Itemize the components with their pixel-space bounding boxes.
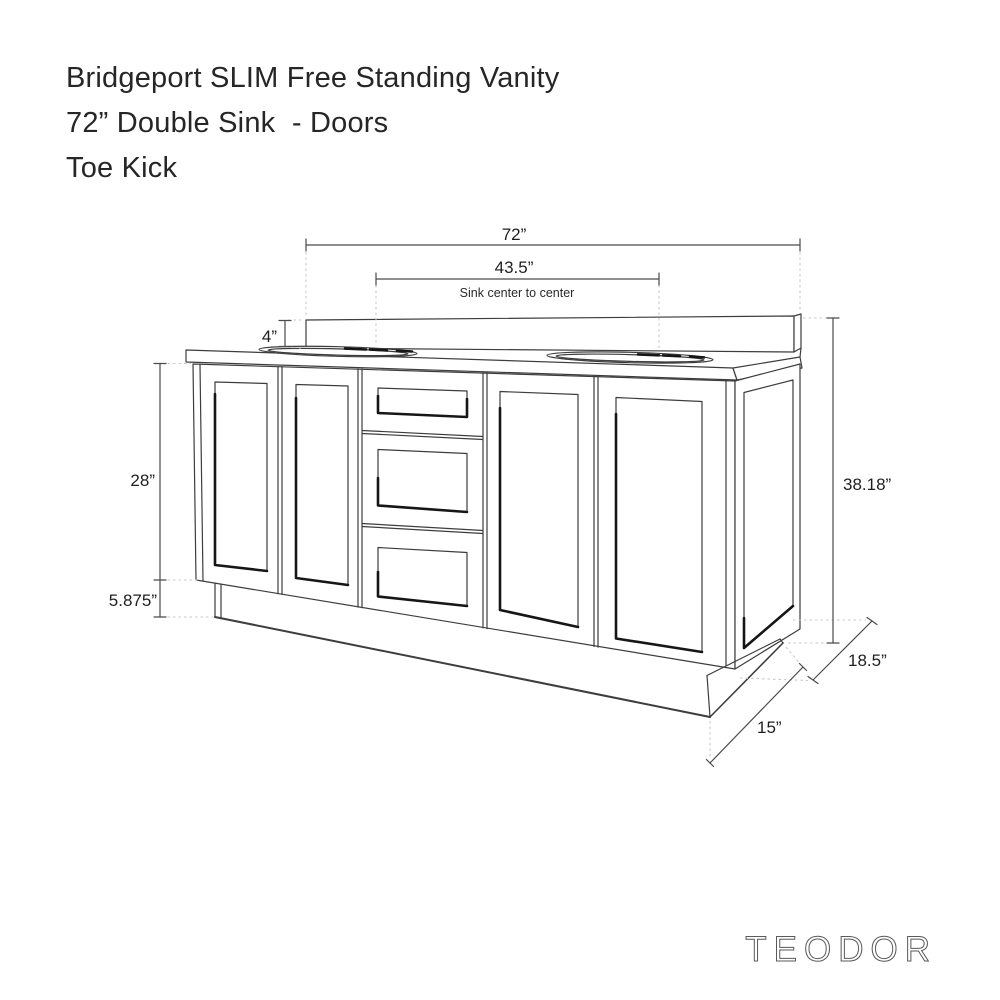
side-panel	[734, 363, 801, 670]
drawer-middle	[376, 448, 469, 514]
door-4	[614, 396, 704, 654]
dimension-toe-kick-depth: 15”	[705, 662, 808, 768]
product-title-line1: Bridgeport SLIM Free Standing Vanity	[66, 62, 560, 94]
dimension-overall-width: 72”	[305, 225, 801, 252]
dim-cabinet-depth-label: 18.5”	[848, 651, 887, 670]
dim-toe-kick-height-label: 5.875”	[109, 591, 158, 610]
dimension-cabinet-depth: 18.5”	[807, 616, 887, 685]
product-title: Bridgeport SLIM Free Standing Vanity 72”…	[66, 56, 559, 191]
dimension-sink-center-to-center: 43.5” Sink center to center	[375, 258, 660, 300]
sink-right-faucet-holes	[636, 353, 706, 359]
dim-toe-kick-depth-label: 15”	[757, 718, 782, 737]
brand-logo: TEODOR	[745, 930, 937, 969]
sink-left-faucet-holes	[343, 347, 414, 353]
dimension-backsplash-height: 4”	[262, 319, 292, 348]
dim-overall-height-label: 38.18”	[843, 475, 892, 494]
extension-lines	[162, 252, 866, 759]
backsplash	[305, 313, 802, 353]
door-1	[213, 381, 269, 573]
dim-sink-cc-label: 43.5”	[495, 258, 534, 277]
sink-left	[258, 345, 418, 358]
dim-sink-cc-note: Sink center to center	[460, 286, 575, 300]
toe-kick	[214, 582, 784, 718]
dim-door-height-label: 28”	[130, 471, 155, 490]
door-3	[498, 390, 580, 629]
product-title-line3: Toe Kick	[66, 152, 178, 184]
product-title-line2: 72” Double Sink - Doors	[66, 107, 389, 139]
drawer-top	[376, 387, 469, 419]
dim-backsplash-label: 4”	[262, 327, 277, 346]
dimension-overall-height: 38.18”	[826, 317, 892, 644]
drawer-stack	[361, 387, 484, 608]
dimension-door-height: 28” 5.875”	[109, 362, 167, 618]
drawer-bottom	[376, 546, 469, 608]
dim-overall-width-label: 72”	[502, 225, 527, 244]
door-2	[294, 383, 350, 587]
cabinet-front	[192, 363, 736, 670]
sink-right	[546, 351, 714, 364]
